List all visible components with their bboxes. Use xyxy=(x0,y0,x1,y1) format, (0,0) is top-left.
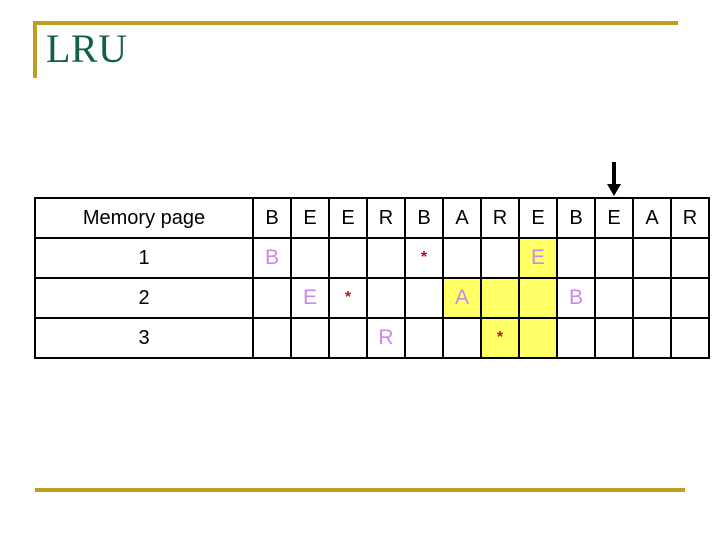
reference-string-cell: B xyxy=(252,197,292,239)
table-row: 3 R * xyxy=(34,317,710,359)
title-accent-top-rule xyxy=(33,21,678,25)
arrow-shaft xyxy=(612,162,616,186)
page-frame-cell-empty xyxy=(670,277,710,319)
reference-string-cell: R xyxy=(366,197,406,239)
table-row: 1 B * E xyxy=(34,237,710,279)
page-frame-cell-empty xyxy=(594,277,634,319)
page-frame-cell-empty xyxy=(328,317,368,359)
page-frame-cell: R xyxy=(366,317,406,359)
page-frame-cell-empty xyxy=(290,317,330,359)
page-frame-cell-empty xyxy=(252,317,292,359)
page-frame-cell-empty xyxy=(366,237,406,279)
page-frame-cell-empty xyxy=(480,277,520,319)
page-fault-marker: * xyxy=(404,237,444,279)
page-fault-marker: * xyxy=(328,277,368,319)
page-frame-cell-empty xyxy=(670,237,710,279)
page-frame-cell-empty xyxy=(366,277,406,319)
page-frame-cell-empty xyxy=(404,317,444,359)
reference-string-cell: E xyxy=(328,197,368,239)
title-accent-left-bar xyxy=(33,21,37,78)
page-frame-cell: B xyxy=(252,237,292,279)
page-frame-cell-empty xyxy=(404,277,444,319)
page-frame-cell-empty xyxy=(632,317,672,359)
page-frame-cell-empty xyxy=(632,237,672,279)
memory-page-header: Memory page xyxy=(34,197,254,239)
reference-string-cell: B xyxy=(404,197,444,239)
arrow-head xyxy=(607,184,621,196)
page-frame-cell-empty xyxy=(518,317,558,359)
page-frame-cell-empty xyxy=(442,317,482,359)
reference-string-cell: A xyxy=(442,197,482,239)
page-frame-cell-empty xyxy=(594,237,634,279)
row-label-3: 3 xyxy=(34,317,254,359)
page-frame-cell-empty xyxy=(632,277,672,319)
page-frame-cell-empty xyxy=(290,237,330,279)
page-frame-cell-empty xyxy=(252,277,292,319)
row-label-1: 1 xyxy=(34,237,254,279)
page-frame-cell: E xyxy=(518,237,558,279)
footer-rule xyxy=(35,488,685,492)
page-frame-cell-empty xyxy=(556,317,596,359)
page-frame-cell-empty xyxy=(518,277,558,319)
page-frame-cell-empty xyxy=(328,237,368,279)
reference-string-cell: E xyxy=(594,197,634,239)
page-frame-cell-empty xyxy=(556,237,596,279)
page-fault-marker: * xyxy=(480,317,520,359)
reference-string-cell: E xyxy=(290,197,330,239)
reference-string-cell: R xyxy=(670,197,710,239)
page-frame-cell: E xyxy=(290,277,330,319)
page-title: LRU xyxy=(46,26,128,71)
reference-string-cell: E xyxy=(518,197,558,239)
page-frame-cell: A xyxy=(442,277,482,319)
reference-string-cell: B xyxy=(556,197,596,239)
row-label-2: 2 xyxy=(34,277,254,319)
page-frame-cell-empty xyxy=(480,237,520,279)
reference-string-cell: R xyxy=(480,197,520,239)
reference-string-cell: A xyxy=(632,197,672,239)
page-frame-cell: B xyxy=(556,277,596,319)
page-frame-cell-empty xyxy=(442,237,482,279)
page-frame-cell-empty xyxy=(670,317,710,359)
page-frame-cell-empty xyxy=(594,317,634,359)
table-row: 2 E* A B xyxy=(34,277,710,319)
down-arrow-icon xyxy=(606,162,622,198)
